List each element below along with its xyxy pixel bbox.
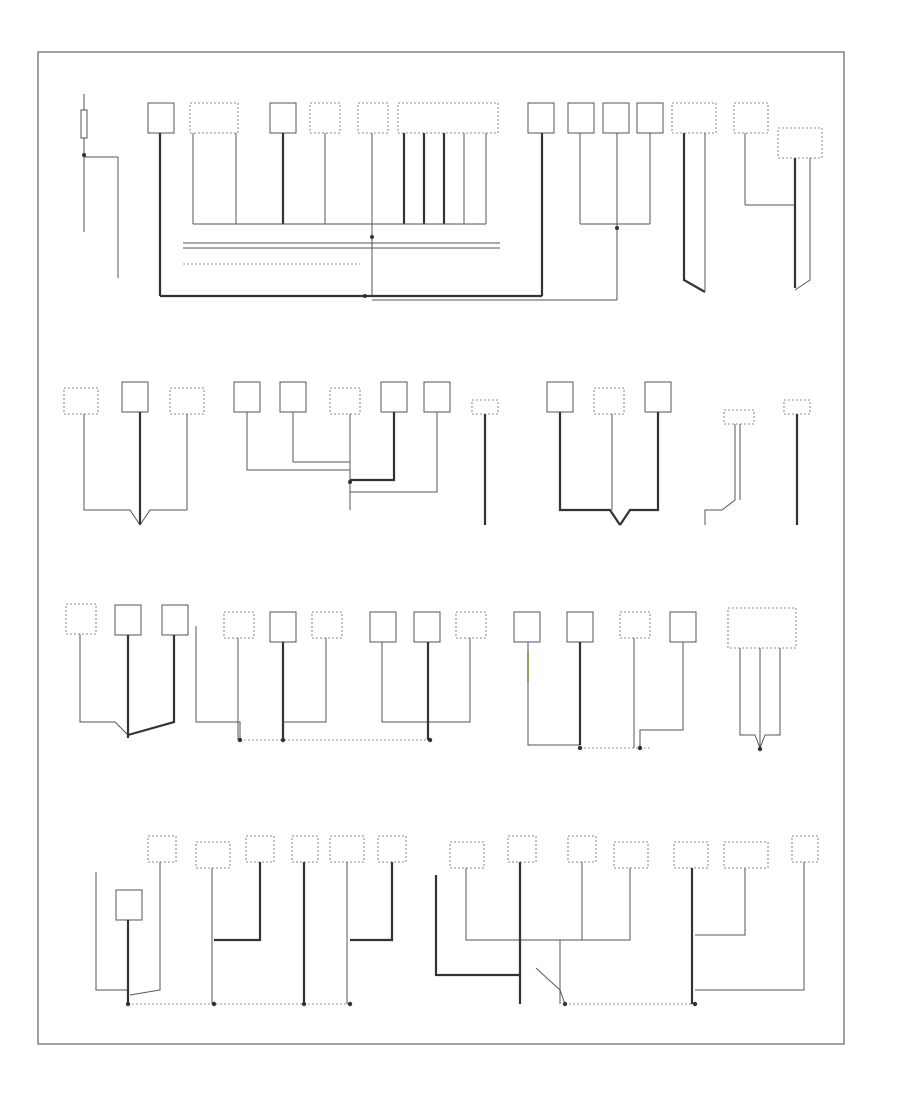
connector-boxes-row-1 [147,102,823,159]
wires-row-1 [158,133,811,301]
row-4 [95,835,819,1007]
wires-row-3 [79,626,781,752]
wires-row-2 [83,412,799,526]
connector-boxes-row-4 [115,835,819,921]
connector-boxes-row-2 [63,381,811,425]
diagram-frame [37,51,845,1045]
row-3 [65,603,797,752]
connector-boxes-row-3 [65,603,797,649]
battery-symbol [80,94,119,278]
wires-row-4 [95,862,805,1007]
row-2 [63,381,811,526]
row-1 [80,94,823,301]
